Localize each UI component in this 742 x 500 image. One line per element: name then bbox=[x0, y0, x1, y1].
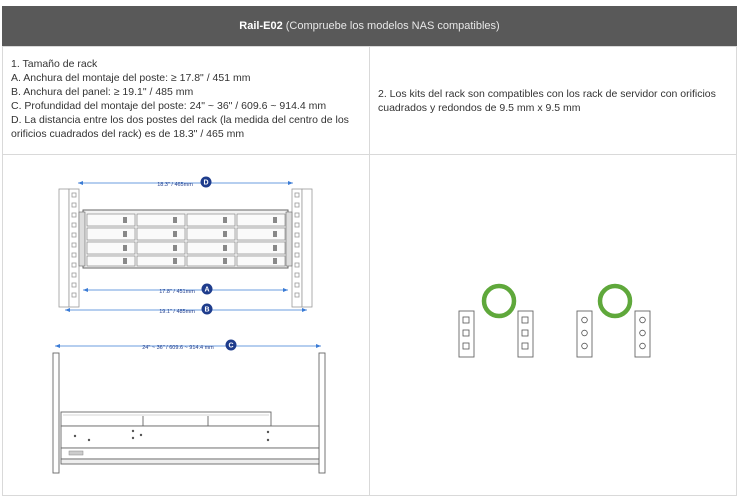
dim-a: 17.8" / 451mm A bbox=[83, 283, 288, 295]
badge-a-letter: A bbox=[204, 287, 209, 294]
rack-side-view bbox=[52, 352, 326, 474]
badge-b bbox=[201, 303, 213, 315]
spec-table: 1. Tamaño de rack A. Anchura del montaje… bbox=[2, 46, 737, 496]
badge-a bbox=[201, 283, 213, 295]
dim-c-label: 24" ~ 36" / 609.6 ~ 914.4 mm bbox=[142, 345, 214, 351]
dim-d-label: 18.3" / 465mm bbox=[157, 182, 193, 188]
hole-diagram-cell bbox=[370, 155, 736, 495]
compat-note: (Compruebe los modelos NAS compatibles) bbox=[285, 20, 500, 32]
left-rack-post bbox=[58, 188, 80, 308]
rack-diagram-cell: 18.3" / 465mm D bbox=[3, 155, 370, 495]
highlight-ring bbox=[597, 283, 633, 319]
dim-b-label: 19.1" / 485mm bbox=[159, 309, 195, 315]
hole-diagram bbox=[458, 283, 651, 358]
compat-line: cuadrados y redondos de 9.5 mm x 9.5 mm bbox=[378, 101, 581, 114]
spec-line: C. Profundidad del montaje del poste: 24… bbox=[11, 100, 327, 112]
dim-c: 24" ~ 36" / 609.6 ~ 914.4 mm C bbox=[55, 339, 321, 351]
dim-d: 18.3" / 465mm D bbox=[78, 176, 293, 188]
compat-line: 2. Los kits del rack son compatibles con… bbox=[378, 87, 716, 100]
rack-diagram: 18.3" / 465mm D bbox=[52, 176, 326, 474]
highlight-ring bbox=[481, 283, 517, 319]
spec-line: orificios cuadrados del rack) es de 18.3… bbox=[11, 128, 245, 140]
round-hole-example bbox=[576, 283, 651, 358]
nas-chassis-front bbox=[78, 209, 293, 269]
badge-d-letter: D bbox=[203, 180, 208, 187]
spec-line: B. Anchura del panel: ≥ 19.1" / 485 mm bbox=[11, 86, 194, 98]
rack-size-text: 1. Tamaño de rack A. Anchura del montaje… bbox=[11, 57, 361, 141]
badge-c-letter: C bbox=[228, 343, 233, 350]
square-hole-example bbox=[458, 283, 534, 358]
badge-b-letter: B bbox=[204, 307, 209, 314]
badge-d bbox=[200, 176, 212, 188]
spec-line: D. La distancia entre los dos postes del… bbox=[11, 114, 349, 126]
model-name: Rail-E02 bbox=[239, 20, 283, 32]
table-header: Rail-E02 (Compruebe los modelos NAS comp… bbox=[2, 6, 737, 46]
compat-cell: 2. Los kits del rack son compatibles con… bbox=[370, 47, 736, 155]
spec-line: A. Anchura del montaje del poste: ≥ 17.8… bbox=[11, 72, 251, 84]
right-rack-post bbox=[291, 188, 313, 308]
dim-b: 19.1" / 485mm B bbox=[65, 303, 307, 315]
rack-size-cell: 1. Tamaño de rack A. Anchura del montaje… bbox=[3, 47, 370, 155]
spec-line: 1. Tamaño de rack bbox=[11, 58, 98, 70]
badge-c bbox=[225, 339, 237, 351]
dim-a-label: 17.8" / 451mm bbox=[159, 289, 195, 295]
compat-text: 2. Los kits del rack son compatibles con… bbox=[378, 87, 716, 115]
